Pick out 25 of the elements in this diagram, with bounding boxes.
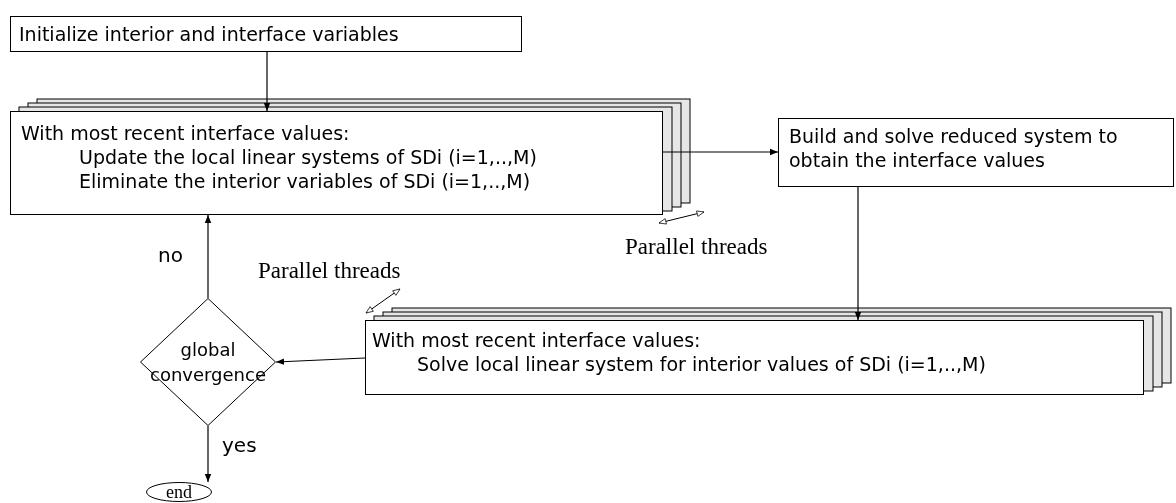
edge-label: yes [222, 433, 257, 458]
terminal-ellipse [146, 482, 212, 502]
node-text: end [166, 483, 192, 501]
node-text: Initialize interior and interface variables [19, 23, 400, 47]
decision-diamond [140, 298, 276, 426]
node-text: Build and solve reduced system to obtain the interface values [789, 125, 1119, 173]
arrow [263, 51, 271, 112]
edge-label: no [158, 243, 183, 268]
step-text: Eliminate the interior variables of SDi (i=1,..,M) [78, 169, 532, 194]
process-box [10, 16, 522, 52]
arrow [204, 425, 212, 483]
annotation-text: Parallel threads [258, 257, 401, 285]
process-box [778, 118, 1174, 187]
heading-text: With most recent interface values: [21, 122, 351, 146]
arrow [662, 148, 779, 156]
node-text: global convergence [149, 337, 267, 387]
step-text: Update the local linear systems of SDi (i=1,..,M) [78, 145, 538, 170]
arrow [204, 214, 212, 299]
heading-text: With most recent interface values: [372, 329, 702, 353]
arrow [854, 186, 862, 321]
arrow [275, 357, 366, 365]
process-box [10, 111, 663, 215]
process-box [365, 320, 1144, 395]
step-text: Solve local linear system for interior values of SDi (i=1,..,M) [416, 352, 987, 377]
annotation-text: Parallel threads [625, 233, 768, 261]
